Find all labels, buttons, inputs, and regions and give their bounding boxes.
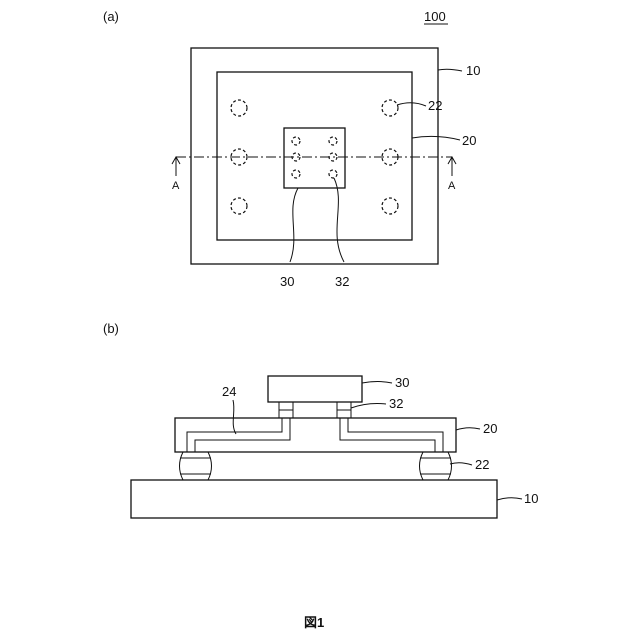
substrate-outline: [191, 48, 438, 264]
bump-32: [329, 170, 337, 178]
view-b-label: (b): [103, 321, 119, 336]
interposer-section: [175, 418, 456, 452]
bump-22: [420, 452, 452, 480]
view-a-label: (a): [103, 9, 119, 24]
callout-30-top: 30: [280, 274, 294, 289]
section-marker-right: A: [448, 180, 456, 192]
leader-10-section: [497, 498, 522, 500]
leader-20-section: [456, 428, 480, 430]
callout-24-section: 24: [222, 384, 236, 399]
bump-22: [231, 100, 247, 116]
wiring-24-right: [340, 418, 443, 452]
bump-22: [231, 198, 247, 214]
bump-22: [382, 198, 398, 214]
callout-32-section: 32: [389, 396, 403, 411]
chip-outline: [284, 128, 345, 188]
leader-24-section: [233, 400, 236, 434]
leader-32-section: [351, 404, 386, 409]
chip-section: [268, 376, 362, 402]
leader-22-section: [450, 463, 472, 465]
bumps-32-section: [279, 402, 351, 418]
bump-32: [329, 137, 337, 145]
interposer-outline: [217, 72, 412, 240]
leader-20: [412, 136, 460, 140]
bump-32: [292, 137, 300, 145]
bump-22: [180, 452, 212, 480]
view-b-cross-section: (b) 30 32 20: [103, 321, 538, 518]
callout-32-top: 32: [335, 274, 349, 289]
bumps-32-top: [292, 137, 337, 178]
callout-10-top: 10: [466, 63, 480, 78]
callout-22-section: 22: [475, 457, 489, 472]
bump-32: [292, 170, 300, 178]
bump-22: [382, 100, 398, 116]
bumps-22-section: [180, 452, 452, 480]
leader-30-section: [362, 382, 392, 384]
view-a-top-view: (a) 100 A A: [103, 9, 480, 289]
callout-20-section: 20: [483, 421, 497, 436]
callout-22-top: 22: [428, 98, 442, 113]
callout-10-section: 10: [524, 491, 538, 506]
leader-32: [334, 178, 344, 262]
leader-10: [438, 69, 462, 71]
callout-30-section: 30: [395, 375, 409, 390]
leader-30: [290, 188, 298, 262]
callout-20-top: 20: [462, 133, 476, 148]
section-marker-left: A: [172, 180, 180, 192]
reference-number: 100: [424, 9, 446, 24]
substrate-section: [131, 480, 497, 518]
wiring-24-left: [187, 418, 290, 452]
figure-caption: 図1: [304, 615, 324, 630]
